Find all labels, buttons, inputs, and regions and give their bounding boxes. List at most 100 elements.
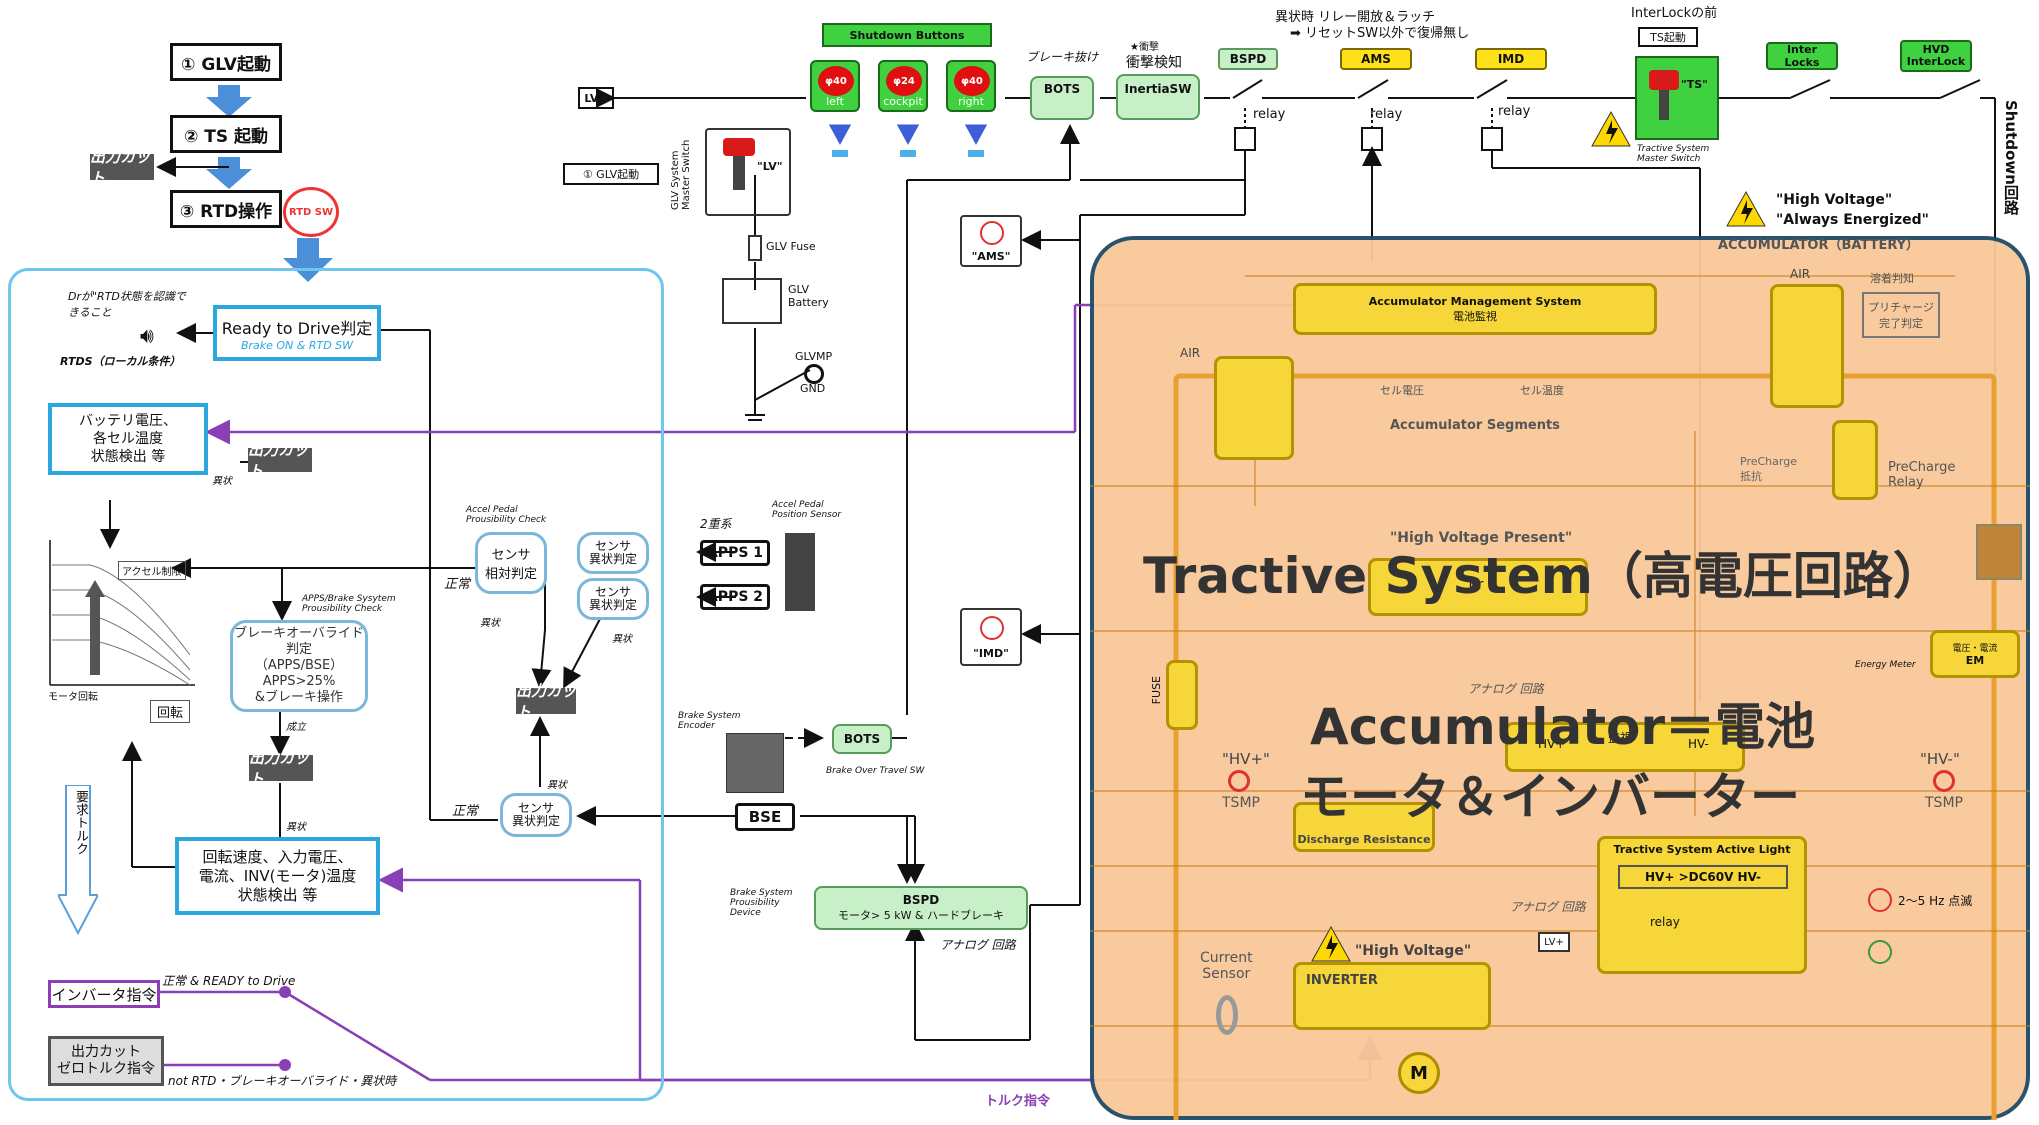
abnormal-battery: 異状 — [212, 476, 232, 487]
ams-lamp: "AMS" — [960, 215, 1022, 267]
torque-request-arrow — [56, 784, 100, 936]
air-right-box — [1770, 284, 1844, 408]
glv-fuse-label: GLV Fuse — [766, 240, 816, 253]
step-glv-start: ① GLV起動 — [170, 43, 282, 81]
tsal-relay: relay — [1650, 915, 1680, 929]
hv-plus-small: HV+ — [1538, 737, 1566, 751]
normal-label-2: 正常 — [452, 804, 479, 819]
precharge-done-l1: プリチャージ — [1868, 301, 1934, 314]
lv-switch-key-icon — [723, 138, 755, 156]
brake-override-l3: APPS>25% — [262, 674, 336, 689]
brake-overtravel-label: ブレーキ抜け — [1026, 50, 1099, 64]
inv-detect-l3: 状態検出 等 — [237, 885, 318, 904]
tsmp-right-label: TSMP — [1925, 795, 1963, 811]
sensor-relative-l1: センサ — [491, 548, 531, 563]
rtds-label: RTDS（ローカル条件） — [60, 355, 181, 368]
accel-limit-label: アクセル制限 — [118, 561, 186, 580]
rtd-switch-icon[interactable]: RTD SW — [283, 187, 339, 237]
hv-minus-small: HV- — [1688, 737, 1709, 751]
inv-detect-l2: 電流、INV(モータ)温度 — [198, 866, 357, 885]
apps1-box: APPS 1 — [700, 540, 770, 566]
precharge-relay-l1: PreCharge — [1888, 460, 1956, 475]
bspd-desc: Brake System Prousibility Device — [730, 888, 793, 918]
precharge-relay-box — [1832, 420, 1878, 500]
tsal-title: Tractive System Active Light — [1613, 843, 1791, 856]
rtd-judge-box: Ready to Drive判定 Brake ON & RTD SW — [213, 305, 381, 361]
brake-encoder-title: Brake System Encoder — [678, 711, 741, 731]
lv-switch-stem — [733, 156, 745, 190]
battery-detect-l1: バッテリ電圧、 — [79, 413, 177, 429]
speaker-icon: 🔊︎ — [140, 324, 154, 349]
brake-encoder-l2: Encoder — [678, 721, 715, 731]
lv-plus-tsal: LV+ — [1538, 932, 1570, 952]
hv-minus-label: "HV-" — [1920, 750, 1960, 768]
bspd-desc-l3: Device — [730, 908, 761, 918]
sensor-abn2-l2: 異状判定 — [588, 598, 637, 612]
dual-label: 2重系 — [700, 517, 732, 531]
sensor-abn-box-3: センサ 異状判定 — [500, 793, 572, 837]
tsal-red-lamp-icon — [1868, 888, 1892, 912]
shutdown-badges — [827, 123, 989, 157]
tsal-cond: HV+ >DC60V HV- — [1618, 865, 1788, 889]
normal-rtd-label: 正常 & READY to Drive — [162, 974, 296, 988]
bse-box: BSE — [735, 803, 795, 831]
apps-sensor-l2: Position Sensor — [772, 510, 842, 520]
energy-meter-box: 電圧・電流 EM — [1930, 630, 2020, 678]
hv-warning-1: "High Voltage" — [1776, 192, 1893, 208]
battery-detect-box: バッテリ電圧、 各セル温度 状態検出 等 — [48, 403, 208, 475]
hv-inverter-label: "High Voltage" — [1355, 943, 1472, 959]
precharge-done-l2: 完了判定 — [1879, 317, 1923, 330]
relay-label-1: relay — [1253, 107, 1286, 122]
lv-plus-box: LV+ — [578, 87, 614, 109]
current-sensor-label: Current Sensor — [1200, 950, 1253, 982]
air-left-box — [1214, 356, 1294, 460]
hv-warning-icon-2 — [1726, 190, 1766, 227]
relay-note-2: ➡ リセットSW以外で復帰無し — [1290, 26, 1470, 41]
sensor-relative-l2: 相対判定 — [484, 567, 537, 582]
bots-box-lower: BOTS — [832, 724, 892, 754]
sensor-abn2-l1: センサ — [594, 585, 631, 599]
ams-sub: 電池監視 — [1453, 309, 1497, 323]
output-cut-sensor: 出力カット — [516, 682, 577, 721]
hvd-interlock-tag: HVD InterLock — [1900, 40, 1972, 72]
shutdown-button-left[interactable]: φ40 left — [810, 60, 860, 112]
brake-override-l4: &ブレーキ操作 — [254, 690, 344, 705]
shutdown-button-right[interactable]: φ40 right — [946, 60, 996, 112]
precharge-res-l2: 抵抗 — [1740, 470, 1762, 483]
tsmp-right-icon — [1933, 770, 1955, 792]
flow-arrows — [206, 85, 333, 282]
motor-speed-label: モータ回転 — [48, 692, 98, 703]
precharge-relay-l2: Relay — [1888, 475, 1924, 490]
em-note: 電圧・電流 — [1952, 644, 1998, 654]
ams-box: Accumulator Management System 電池監視 — [1293, 283, 1657, 335]
shutdown-button-cockpit[interactable]: φ24 cockpit — [878, 60, 928, 112]
tsal-green-lamp-icon — [1868, 940, 1892, 964]
fuse-label: FUSE — [1150, 676, 1163, 705]
ams-lamp-icon — [980, 221, 1004, 245]
imd-lamp-label: "IMD" — [973, 647, 1009, 660]
precharge-done-box: プリチャージ 完了判定 — [1862, 292, 1940, 338]
ams-tag: AMS — [1340, 48, 1412, 70]
torque-request-label: 要求トルク — [73, 790, 88, 855]
overlay-title-motor: モータ＆インバーター — [1300, 768, 1800, 826]
step-ts-start: ② TS 起動 — [170, 115, 282, 153]
cut-zero-l1: 出力カット — [71, 1044, 141, 1060]
sensor-abn1-l1: センサ — [594, 539, 631, 553]
rtd-judge-cond: Brake ON & RTD SW — [240, 338, 354, 352]
brake-override-l2: （APPS/BSE） — [254, 658, 344, 673]
segments-label: Accumulator Segments — [1390, 418, 1560, 433]
ts-master-switch[interactable]: "TS" — [1635, 56, 1719, 140]
cell-temp-label: セル温度 — [1520, 384, 1564, 397]
air-left-label: AIR — [1180, 346, 1201, 360]
imd-tag: IMD — [1475, 48, 1547, 70]
glv-master-switch[interactable]: "LV" — [705, 128, 791, 216]
shutdown-circuit-label: Shutdown回路 — [2002, 100, 2020, 215]
btn-left-label: left — [826, 95, 844, 108]
hv-warning-2: "Always Energized" — [1776, 212, 1929, 228]
current-sensor-l1: Current — [1200, 950, 1253, 966]
ts-switch-stem — [1659, 90, 1669, 120]
abnormal-label-2: 異状 — [612, 634, 632, 645]
btn-left-size: φ40 — [818, 66, 854, 96]
hv-sign-image — [1976, 524, 2022, 580]
bspd-desc-l1: Brake System — [730, 888, 793, 898]
